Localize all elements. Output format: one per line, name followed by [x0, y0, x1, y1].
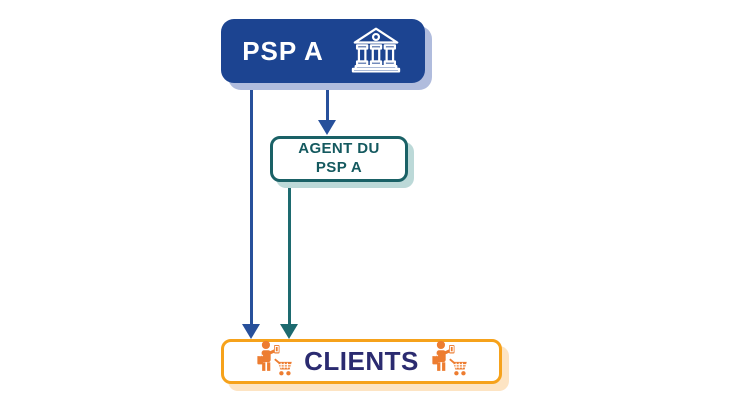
arrow-psp-to-clients-line	[250, 84, 253, 326]
agent-node: AGENT DU PSP A	[270, 136, 408, 182]
clients-label: CLIENTS	[304, 346, 419, 376]
arrow-psp-to-clients-head	[242, 324, 260, 339]
shopper-with-cart-icon	[428, 340, 470, 383]
arrow-psp-to-agent-head	[318, 120, 336, 135]
clients-node: CLIENTS	[221, 339, 502, 384]
arrow-agent-to-clients-head	[280, 324, 298, 339]
agent-label-line2: PSP A	[315, 159, 363, 176]
psp-a-node: PSP A	[221, 19, 425, 83]
shopper-with-cart-icon	[253, 340, 295, 383]
agent-label-line1: AGENT DU	[298, 140, 380, 158]
arrow-agent-to-clients-line	[288, 183, 291, 324]
psp-a-label: PSP A	[242, 35, 324, 66]
arrow-psp-to-agent-line	[326, 84, 329, 121]
bank-icon	[348, 25, 404, 78]
